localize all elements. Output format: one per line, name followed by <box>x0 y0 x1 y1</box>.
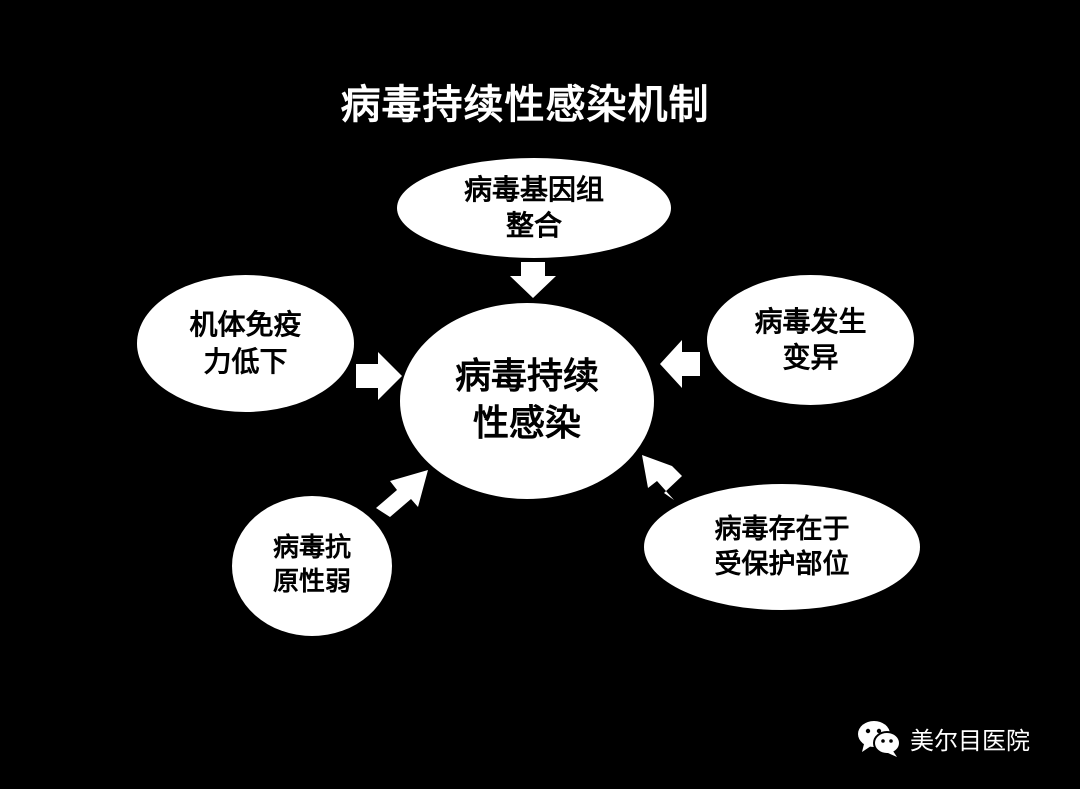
node-label-line: 整合 <box>505 209 562 242</box>
node-weak-antigenicity: 病毒抗 原性弱 <box>232 496 392 636</box>
arrow-top-to-center <box>510 262 556 298</box>
node-label-line: 病毒基因组 <box>463 172 604 206</box>
node-virus-mutation: 病毒发生 变异 <box>707 275 914 405</box>
node-label-line: 病毒持续 <box>454 356 599 398</box>
diagram-title: 病毒持续性感染机制 <box>340 82 710 128</box>
node-label-line: 力低下 <box>203 344 288 378</box>
node-label-line: 原性弱 <box>272 567 351 597</box>
wechat-icon <box>858 721 901 757</box>
arrow-bottom-left-to-center <box>376 470 428 517</box>
node-label-line: 机体免疫 <box>189 308 302 342</box>
node-label-line: 受保护部位 <box>714 549 850 580</box>
arrow-left-to-center <box>356 352 402 400</box>
arrow-right-to-center <box>660 340 700 388</box>
node-label-line: 病毒发生 <box>754 304 867 338</box>
node-genome-integration: 病毒基因组 整合 <box>397 158 671 258</box>
node-low-immunity: 机体免疫 力低下 <box>137 275 354 412</box>
watermark-text: 美尔目医院 <box>910 726 1030 755</box>
node-label-line: 性感染 <box>472 403 581 444</box>
node-label-line: 病毒抗 <box>272 533 351 564</box>
node-label-line: 病毒存在于 <box>714 513 850 545</box>
watermark: 美尔目医院 <box>856 718 1030 758</box>
node-label-line: 变异 <box>782 341 839 374</box>
arrow-bottom-right-to-center <box>642 455 682 500</box>
node-persistent-infection: 病毒持续 性感染 <box>400 303 654 499</box>
node-protected-site: 病毒存在于 受保护部位 <box>644 484 920 610</box>
